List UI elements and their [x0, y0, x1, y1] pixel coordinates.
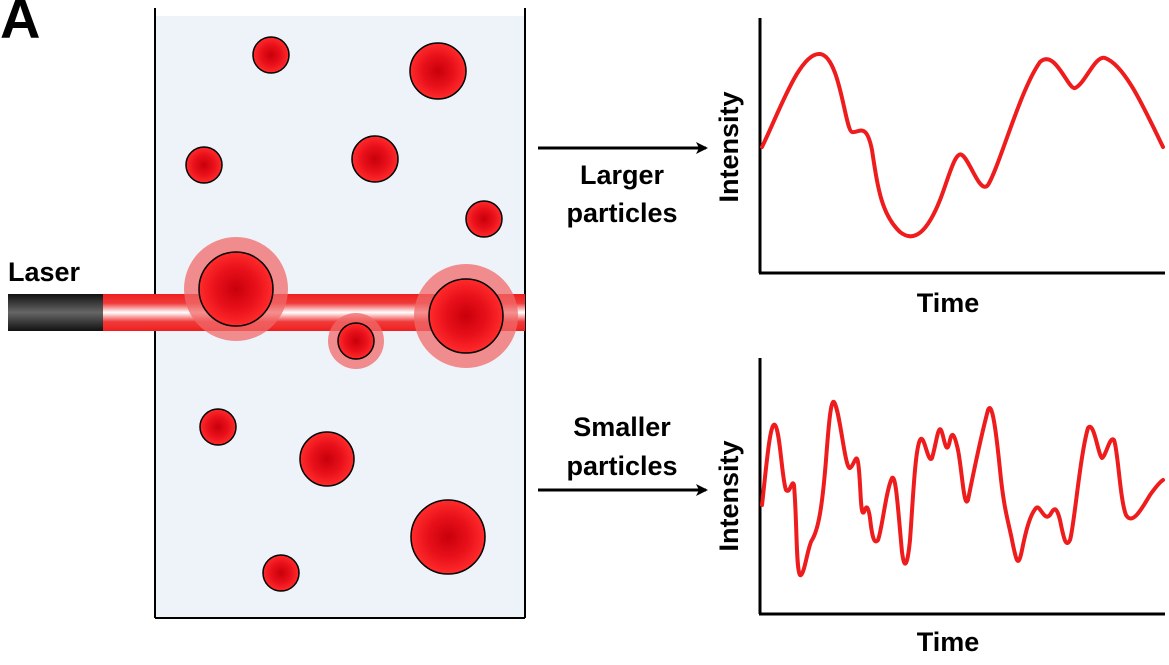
smaller-particles-label-2: particles: [566, 451, 677, 481]
laser-body: [8, 294, 103, 331]
bottom-ylabel: Intensity: [714, 440, 744, 551]
particle: [299, 431, 355, 487]
particle: [252, 36, 290, 74]
panel-label: A: [0, 0, 40, 50]
particle: [262, 554, 300, 592]
top-xlabel: Time: [917, 288, 980, 318]
smaller-particles-label-1: Smaller: [573, 412, 671, 442]
laser-label: Laser: [8, 257, 81, 287]
particle: [199, 408, 237, 446]
larger-particles-label-2: particles: [566, 198, 677, 228]
top-ylabel: Intensity: [714, 91, 744, 202]
particle: [409, 42, 467, 100]
particle: [428, 278, 504, 354]
bottom-signal-line: [760, 399, 1165, 578]
particle: [410, 499, 486, 575]
bottom-xlabel: Time: [917, 627, 980, 657]
particles: [185, 36, 504, 592]
bottom-graph: Intensity Time: [714, 358, 1165, 657]
top-signal-line: [760, 52, 1165, 239]
particle: [185, 146, 223, 184]
particle: [337, 322, 375, 360]
particle: [198, 251, 274, 327]
particle: [351, 135, 399, 183]
larger-particles-label-1: Larger: [580, 160, 665, 190]
particle: [465, 200, 503, 238]
top-graph: Intensity Time: [714, 18, 1165, 318]
